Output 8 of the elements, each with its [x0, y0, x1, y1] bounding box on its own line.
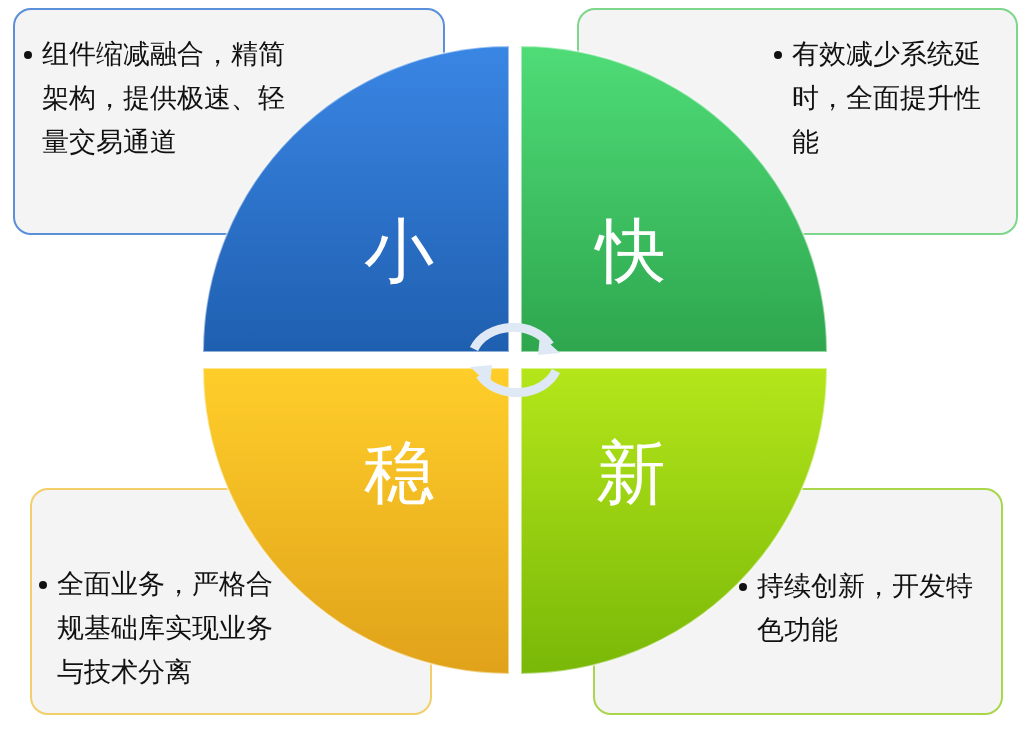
bullet-text: 持续创新，开发特色功能	[757, 569, 974, 647]
quadrant-label: 小	[363, 209, 435, 294]
quadrant-label: 新	[595, 431, 667, 516]
bullet-text: 有效减少系统延时，全面提升性能	[792, 37, 982, 159]
bullet-text: 全面业务，严格合规基础库实现业务与技术分离	[57, 567, 274, 689]
quadrant-label: 稳	[363, 431, 435, 516]
bullet-text: 组件缩减融合，精简架构，提供极速、轻量交易通道	[42, 37, 286, 159]
quadrant-label: 快	[593, 209, 667, 294]
